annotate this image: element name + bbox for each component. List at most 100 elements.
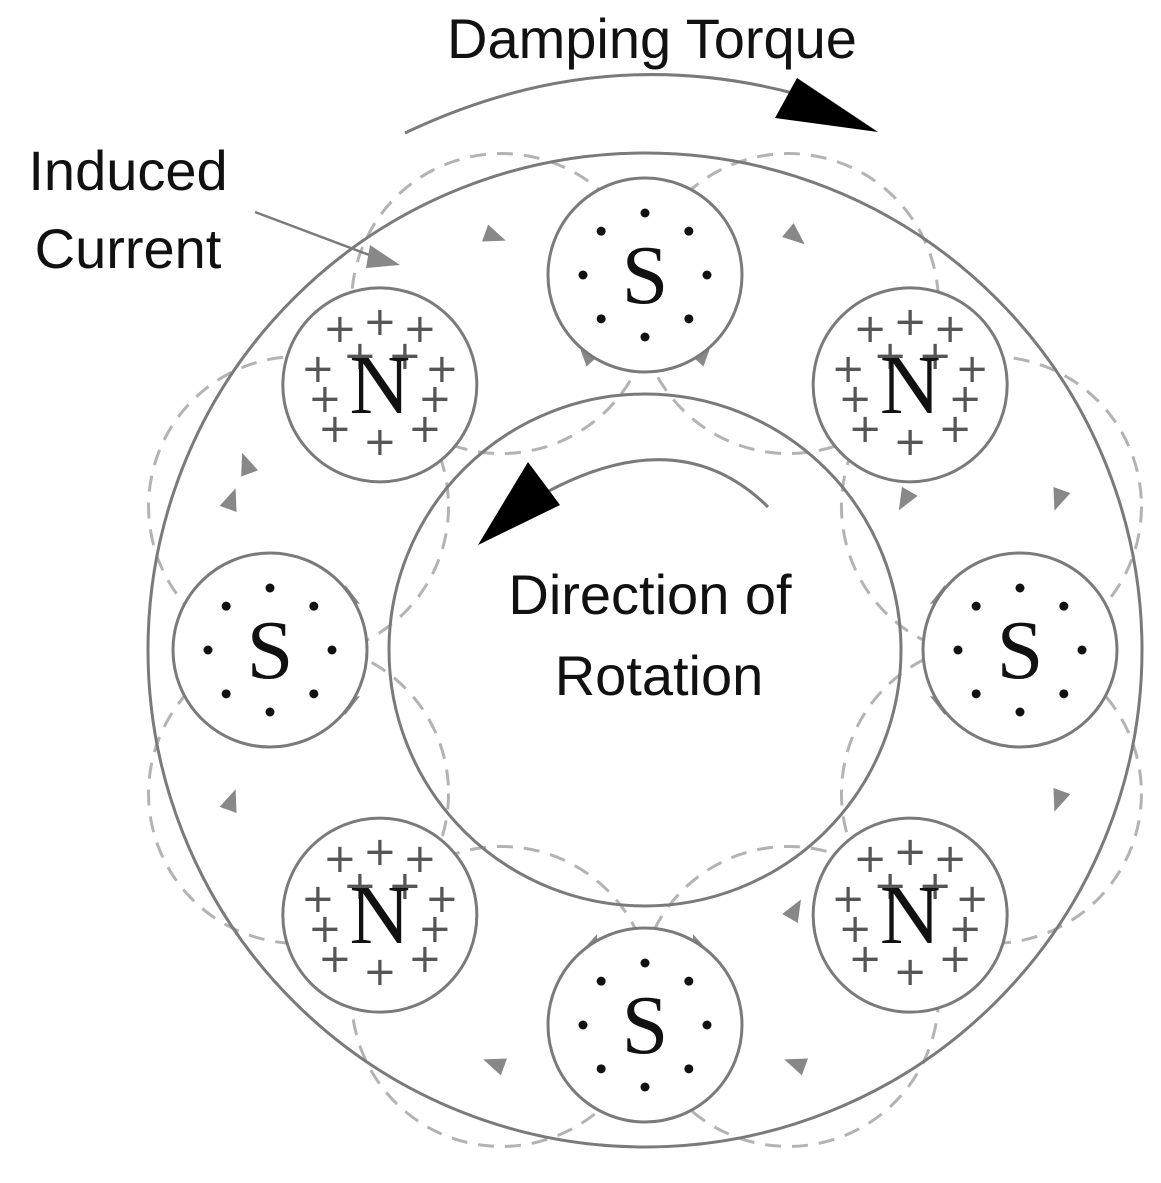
plus-mark-icon: + bbox=[418, 906, 452, 952]
plus-mark-icon: + bbox=[893, 949, 927, 995]
damping-torque-arc bbox=[404, 73, 801, 135]
dot-mark-icon bbox=[1015, 707, 1025, 717]
plus-mark-icon: + bbox=[838, 906, 872, 952]
dot-mark-icon bbox=[1077, 645, 1087, 655]
magnet-circle bbox=[811, 286, 1009, 484]
plus-mark-icon: + bbox=[308, 376, 342, 422]
magnet-pole-label: N bbox=[349, 339, 410, 432]
plus-mark-icon: + bbox=[848, 936, 882, 982]
dot-mark-icon bbox=[684, 1064, 694, 1074]
plus-mark-icon: + bbox=[418, 376, 452, 422]
plus-mark-icon: + bbox=[343, 333, 377, 379]
dot-mark-icon bbox=[971, 601, 981, 611]
plus-mark-icon: + bbox=[853, 836, 887, 882]
dot-mark-icon bbox=[1015, 583, 1025, 593]
current-arrowhead-icon bbox=[219, 789, 237, 813]
plus-mark-icon: + bbox=[318, 406, 352, 452]
plus-mark-icon: + bbox=[408, 406, 442, 452]
dot-mark-icon bbox=[265, 583, 275, 593]
current-arrowhead-icon bbox=[1053, 487, 1071, 511]
dot-mark-icon bbox=[221, 601, 231, 611]
plus-mark-icon: + bbox=[318, 936, 352, 982]
inner-rotor bbox=[387, 392, 903, 908]
current-arrowhead-icon bbox=[898, 486, 918, 511]
magnet-pole-label: N bbox=[349, 869, 410, 962]
current-arrowhead-icon bbox=[782, 899, 801, 923]
dot-mark-icon bbox=[1059, 689, 1069, 699]
plus-mark-icon: + bbox=[938, 936, 972, 982]
plus-mark-icon: + bbox=[363, 299, 397, 345]
magnet-group: S++++++++++++NS++++++++++++NS+++++++++++… bbox=[171, 176, 1119, 1124]
plus-mark-icon: + bbox=[425, 346, 459, 392]
plus-mark-icon: + bbox=[918, 863, 952, 909]
magnet-pole-label: S bbox=[247, 604, 294, 697]
plus-mark-icon: + bbox=[873, 333, 907, 379]
plus-mark-icon: + bbox=[323, 836, 357, 882]
magnet-circle bbox=[546, 926, 744, 1124]
dot-mark-icon bbox=[640, 1082, 650, 1092]
plus-mark-icon: + bbox=[343, 863, 377, 909]
magnet-circle bbox=[171, 551, 369, 749]
dot-mark-icon bbox=[327, 645, 337, 655]
dot-mark-icon bbox=[971, 689, 981, 699]
magnet-left: S bbox=[171, 551, 369, 749]
magnet-pole-label: S bbox=[997, 604, 1044, 697]
rotation-arc bbox=[544, 458, 770, 509]
plus-mark-icon: + bbox=[893, 419, 927, 465]
plus-mark-icon: + bbox=[831, 876, 865, 922]
direction-of-rotation-label-line2: Rotation bbox=[555, 644, 764, 707]
plus-mark-icon: + bbox=[948, 376, 982, 422]
induced-current-leader-arrowhead bbox=[366, 245, 400, 268]
magnet-pole-label: S bbox=[622, 229, 669, 322]
dot-mark-icon bbox=[684, 314, 694, 324]
dot-mark-icon bbox=[702, 1020, 712, 1030]
dot-mark-icon bbox=[596, 976, 606, 986]
dot-mark-icon bbox=[309, 689, 319, 699]
plus-mark-icon: + bbox=[838, 376, 872, 422]
magnet-top-right: ++++++++++++N bbox=[811, 286, 1009, 484]
plus-mark-icon: + bbox=[873, 863, 907, 909]
dot-mark-icon bbox=[578, 1020, 588, 1030]
plus-mark-icon: + bbox=[308, 906, 342, 952]
magnet-circle bbox=[281, 816, 479, 1014]
dot-mark-icon bbox=[203, 645, 213, 655]
plus-mark-icon: + bbox=[848, 406, 882, 452]
magnet-top-left: ++++++++++++N bbox=[281, 286, 479, 484]
plus-mark-icon: + bbox=[955, 346, 989, 392]
magnet-bottom-right: ++++++++++++N bbox=[811, 816, 1009, 1014]
magnet-bottom-left: ++++++++++++N bbox=[281, 816, 479, 1014]
magnet-circle bbox=[546, 176, 744, 374]
plus-mark-icon: + bbox=[893, 829, 927, 875]
dot-mark-icon bbox=[640, 208, 650, 218]
outer-disc bbox=[146, 151, 1144, 1149]
plus-mark-icon: + bbox=[301, 876, 335, 922]
plus-mark-icon: + bbox=[831, 346, 865, 392]
plus-mark-icon: + bbox=[363, 829, 397, 875]
dot-mark-icon bbox=[596, 226, 606, 236]
plus-mark-icon: + bbox=[363, 949, 397, 995]
induced-current-leader bbox=[254, 210, 373, 258]
plus-mark-icon: + bbox=[938, 406, 972, 452]
induced-current-label-line2: Current bbox=[35, 217, 222, 280]
dot-mark-icon bbox=[221, 689, 231, 699]
plus-mark-icon: + bbox=[388, 863, 422, 909]
plus-mark-icon: + bbox=[933, 836, 967, 882]
damping-torque-arrowhead bbox=[775, 78, 878, 132]
dot-mark-icon bbox=[596, 314, 606, 324]
dot-mark-icon bbox=[953, 645, 963, 655]
plus-mark-icon: + bbox=[363, 419, 397, 465]
magnet-bottom: S bbox=[546, 926, 744, 1124]
current-arrowhead-icon bbox=[784, 1058, 808, 1076]
magnet-circle bbox=[921, 551, 1119, 749]
current-arrowhead-icon bbox=[483, 1058, 507, 1076]
magnet-circle bbox=[281, 286, 479, 484]
damping-torque-label: Damping Torque bbox=[447, 7, 857, 70]
current-arrowhead-icon bbox=[482, 224, 506, 242]
magnet-pole-label: N bbox=[880, 869, 941, 962]
dot-mark-icon bbox=[640, 958, 650, 968]
magnet-circle bbox=[811, 816, 1009, 1014]
induced-current-label-line1: Induced bbox=[28, 139, 227, 202]
plus-mark-icon: + bbox=[408, 936, 442, 982]
magnet-top: S bbox=[546, 176, 744, 374]
